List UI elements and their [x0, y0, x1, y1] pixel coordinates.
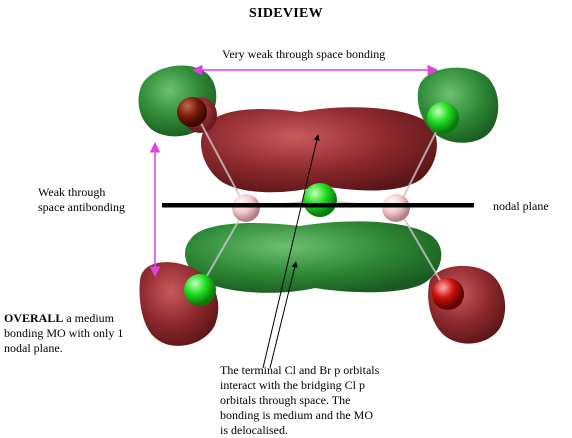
- cl-atom-bottom-left: [184, 274, 216, 306]
- pointer-arrow-1: [262, 134, 320, 369]
- through-space-bonding-label: Very weak through space bonding: [222, 47, 386, 61]
- bottom-note: The terminal Cl and Br p orbitals intera…: [220, 363, 380, 437]
- overall-rest: a medium bonding MO with only 1 nodal pl…: [4, 311, 124, 355]
- lower-green-lobe: [185, 221, 442, 293]
- upper-red-lobe: [201, 107, 437, 193]
- overall-summary: OVERALL a medium bonding MO with only 1 …: [4, 311, 134, 356]
- o-atom-bottom-right: [432, 278, 464, 310]
- br-atom-top-left: [177, 97, 207, 127]
- nodal-plane-label: nodal plane: [493, 199, 549, 213]
- cl-atom-top-right: [427, 102, 459, 134]
- pointer-arrow-2: [269, 261, 298, 369]
- nodal-plane-line: [162, 203, 474, 208]
- page-title: SIDEVIEW: [249, 6, 323, 21]
- h-atom-left: [232, 194, 260, 222]
- antibonding-label: Weak through space antibonding: [38, 185, 125, 215]
- h-atom-right: [382, 194, 410, 222]
- antibonding-label-line1: Weak through: [38, 185, 106, 199]
- overall-bold: OVERALL: [4, 311, 64, 325]
- antibonding-label-line2: space antibonding: [38, 200, 125, 214]
- cl-atom-bridging: [303, 183, 337, 217]
